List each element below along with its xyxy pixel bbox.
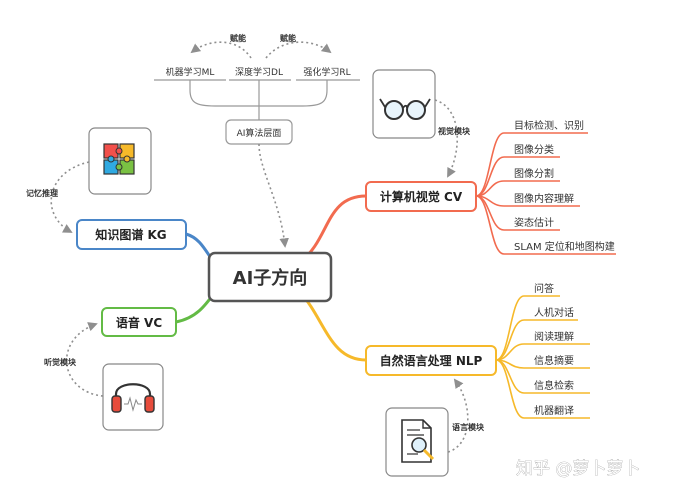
nlp-leaf-retrieval: 信息检索 [534, 379, 574, 392]
nlp-leaf-qa: 问答 [534, 282, 554, 295]
enable-label-right: 赋能 [280, 33, 296, 43]
nlp-leaf-reading: 阅读理解 [534, 330, 574, 343]
cv-leaf-classification: 图像分类 [514, 143, 554, 156]
kg-module-label: 记忆推理 [26, 188, 58, 198]
kg-module-arrow [50, 161, 90, 233]
nlp-leaf-summary: 信息摘要 [534, 354, 574, 367]
nlp-node[interactable] [365, 345, 497, 376]
vc-module-arrow [66, 322, 104, 397]
glasses-icon-card [372, 69, 436, 139]
kg-node-label: 知识图谱 KG [94, 227, 166, 242]
algo-item-ml: 机器学习ML [166, 66, 215, 78]
enable-arrow-left [190, 41, 252, 59]
cv-node[interactable] [365, 181, 477, 212]
watermark: 知乎 @萝卜萝卜 [516, 459, 640, 479]
algorithm-group: 机器学习ML 深度学习DL 强化学习RL AI算法层面 赋能 赋能 [154, 33, 360, 248]
document-search-icon [401, 419, 435, 463]
algorithm-to-center-arrow [258, 143, 289, 248]
cv-leaf-understanding: 图像内容理解 [514, 192, 574, 205]
cv-leaf-detection: 目标检测、识别 [514, 119, 584, 132]
puzzle-icon [103, 143, 135, 175]
nlp-module-arrow [447, 378, 469, 453]
headphones-icon [111, 383, 155, 413]
algorithm-node-label: AI算法层面 [237, 127, 282, 139]
kg-node[interactable] [76, 219, 187, 250]
nlp-leaf-dialogue: 人机对话 [534, 306, 574, 319]
headphones-icon-card [102, 363, 164, 431]
glasses-icon [379, 98, 431, 120]
enable-label-left: 赋能 [230, 33, 246, 43]
puzzle-icon-card [88, 127, 152, 195]
algo-item-dl: 深度学习DL [235, 66, 283, 78]
vc-node-label: 语音 VC [116, 315, 162, 330]
nlp-module-label: 语言模块 [452, 422, 485, 432]
cv-module-arrow [434, 99, 459, 178]
cv-leaves: 目标检测、识别 图像分类 图像分割 图像内容理解 姿态估计 SLAM 定位和地图… [475, 119, 616, 255]
nlp-node-label: 自然语言处理 NLP [380, 353, 483, 368]
enable-arrow-right [265, 41, 332, 59]
center-node[interactable] [207, 251, 333, 303]
cv-module-label: 视觉模块 [438, 126, 471, 136]
document-search-icon-card [385, 407, 449, 477]
nlp-leaves: 问答 人机对话 阅读理解 信息摘要 信息检索 机器翻译 [495, 282, 590, 419]
cv-leaf-slam: SLAM 定位和地图构建 [514, 240, 615, 253]
nlp-leaf-translation: 机器翻译 [534, 404, 574, 417]
vc-node[interactable] [101, 307, 177, 337]
algo-item-rl: 强化学习RL [303, 66, 350, 78]
center-node-label: AI子方向 [233, 267, 308, 289]
cv-node-label: 计算机视觉 CV [380, 189, 463, 204]
cv-leaf-pose: 姿态估计 [514, 216, 554, 229]
cv-leaf-segmentation: 图像分割 [514, 167, 554, 180]
vc-module-label: 听觉模块 [44, 357, 77, 367]
